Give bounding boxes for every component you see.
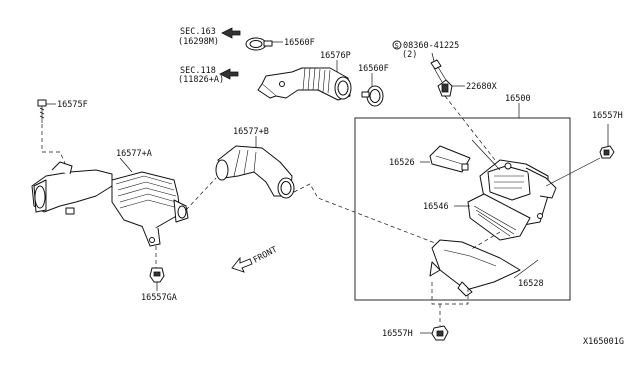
label-16557h-bottom: 16557H [382, 329, 413, 339]
dash-b-to-box [293, 183, 449, 249]
label-08360-qty: (2) [402, 50, 417, 60]
label-sec163: SEC.163 [180, 27, 216, 37]
label-16557ga: 16557GA [141, 293, 177, 303]
leader-16557h-top [545, 157, 601, 187]
clamp-16560f-mid [361, 85, 384, 107]
label-sec163-code: (16298M) [178, 37, 219, 47]
label-16526: 16526 [389, 158, 415, 168]
dash-22680x [444, 95, 496, 161]
dash-lower-clips [431, 282, 469, 305]
duct-16576p [257, 67, 352, 101]
sec118-arrow-icon [219, 68, 239, 80]
label-16576p: 16576P [320, 51, 351, 61]
dash-16575f [41, 124, 69, 171]
leader-08360 [431, 52, 435, 62]
dash-filter-to-case [469, 231, 501, 251]
svg-text:S: S [395, 42, 399, 50]
grommet-16557h-top [599, 145, 615, 159]
label-16577a: 16577+A [116, 149, 152, 159]
clamp-16560f-top [245, 37, 273, 51]
filter-16546 [467, 193, 531, 241]
duct-16577b [215, 145, 295, 199]
label-22680x: 22680X [466, 82, 498, 92]
label-sec118: SEC.118 [180, 66, 216, 76]
label-16575f: 16575F [57, 100, 88, 110]
label-08360: 08360-41225 [403, 41, 459, 51]
label-sec118-code: (11826+A) [178, 75, 224, 85]
figure-code: X165001G [583, 337, 624, 347]
sec163-arrow-icon [221, 27, 241, 39]
label-16577b: 16577+B [233, 127, 269, 137]
leader-16577a [119, 157, 133, 173]
label-16546: 16546 [423, 202, 449, 212]
duct-16577a [31, 161, 189, 247]
dash-a-to-b [185, 177, 217, 211]
bolt-16575f [37, 99, 47, 123]
screw-08360: S [392, 40, 447, 83]
label-16560f-top: 16560F [284, 38, 315, 48]
label-front: FRONT [252, 245, 279, 266]
leader-16526-to-case [471, 139, 501, 171]
label-16500: 16500 [505, 94, 531, 104]
sensor-22680x [437, 79, 453, 97]
clip-16557ga [149, 267, 165, 283]
label-16560f-mid: 16560F [358, 64, 389, 74]
grommet-16557h-bottom [431, 325, 449, 341]
lower-case-16528 [429, 239, 521, 297]
part-16526 [429, 145, 471, 173]
label-16528: 16528 [518, 279, 544, 289]
front-arrow-icon [231, 256, 253, 273]
leader-16528 [513, 259, 539, 279]
label-16557h-top: 16557H [592, 111, 623, 121]
